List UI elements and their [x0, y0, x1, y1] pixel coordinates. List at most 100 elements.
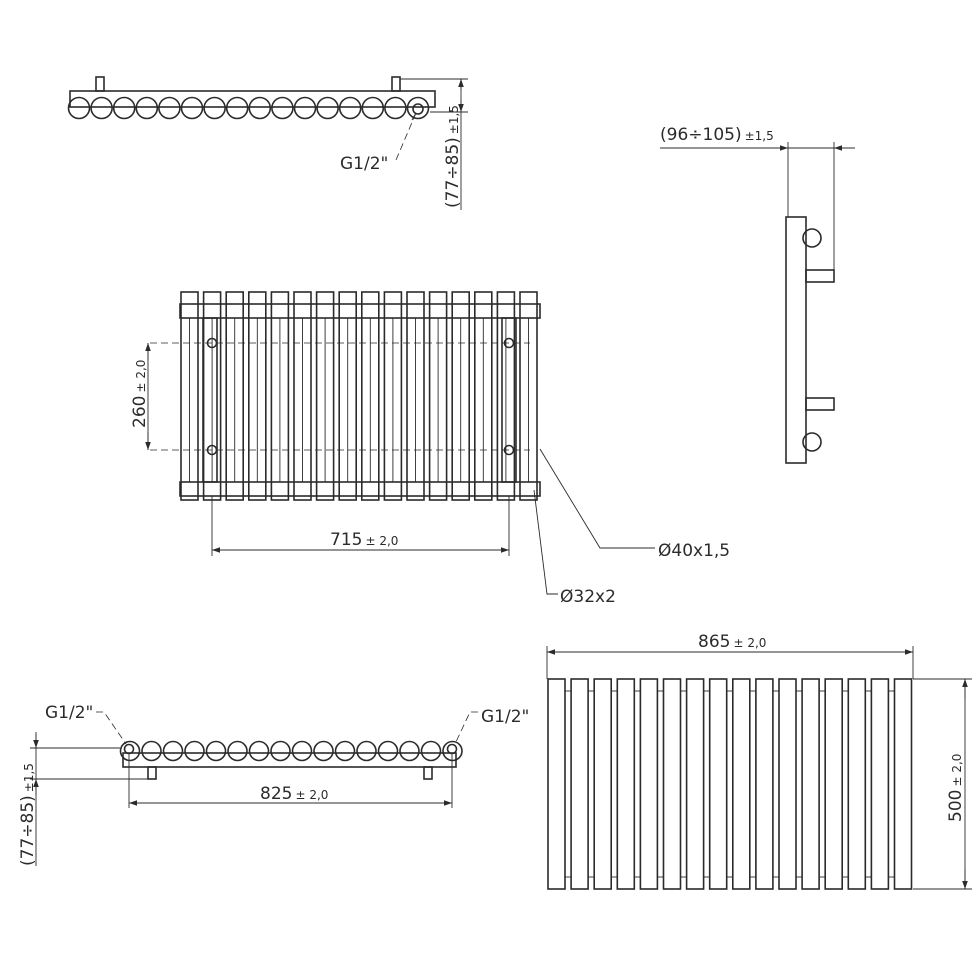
- overall-view-column: [685, 678, 705, 890]
- overall-view-column: [824, 678, 844, 890]
- top-view-column-circle: [90, 96, 113, 120]
- front-view-column: [315, 291, 335, 501]
- overall-view-column: [870, 678, 890, 890]
- bottom-view-column-circle: [420, 740, 442, 762]
- bottom-thread-right-label: G1/2": [481, 707, 529, 727]
- bottom-view-column-circle: [377, 740, 399, 762]
- overall-view-gap: [703, 690, 711, 878]
- top-view-column-circle: [406, 96, 430, 120]
- overall-view-column: [731, 678, 751, 890]
- column-pipe-leader: [533, 489, 558, 595]
- side-view-depth-label: (96÷105)±1,5: [660, 125, 774, 145]
- bottom-view-depth-label: (77÷85)±1,5: [18, 763, 38, 866]
- bottom-view-column-circle: [248, 740, 270, 762]
- bottom-view-column-circle: [184, 740, 205, 762]
- side-view: (96÷105)±1,5: [660, 125, 855, 464]
- overall-view-gap: [841, 690, 849, 878]
- overall-height-label: 500± 2,0: [946, 754, 966, 822]
- top-view-column-circle: [271, 96, 294, 120]
- top-view-valve-port: [412, 103, 424, 115]
- overall-view-gap: [726, 690, 734, 878]
- bottom-view-column-circle: [270, 740, 291, 762]
- front-view-top-header: [179, 303, 541, 319]
- front-view-column: [180, 291, 199, 501]
- bottom-view-column-circle: [291, 740, 313, 762]
- bottom-thread-right-leader: [454, 711, 478, 745]
- top-view-columns: [67, 96, 430, 120]
- front-view: 260± 2,0 715± 2,0 Ø40x1,5 Ø32x2: [130, 291, 730, 607]
- bottom-view-column-circle: [162, 740, 184, 762]
- front-view-column: [293, 291, 312, 501]
- side-view-column: [785, 216, 807, 464]
- overall-view-gap: [656, 690, 664, 878]
- overall-view: 865± 2,0 500± 2,0: [546, 632, 972, 890]
- front-view-column: [496, 291, 516, 501]
- overall-view-gap: [864, 690, 872, 878]
- top-view-column-circle: [384, 96, 407, 120]
- bottom-view-column-circle: [334, 740, 356, 762]
- front-view-height-label: 260± 2,0: [130, 360, 150, 428]
- overall-view-gap: [795, 690, 803, 878]
- top-view-header: [69, 90, 436, 108]
- overall-view-gap: [887, 690, 895, 878]
- overall-view-columns: [547, 678, 913, 890]
- side-view-bracket-bottom: [805, 397, 835, 411]
- overall-view-column: [847, 678, 867, 890]
- front-view-column: [225, 291, 244, 501]
- overall-view-column: [570, 678, 589, 890]
- front-view-column: [428, 291, 448, 501]
- front-view-bracket-left: [202, 317, 218, 483]
- overall-width-label: 865± 2,0: [698, 632, 766, 652]
- side-view-header-top: [802, 228, 822, 248]
- side-view-bracket-top: [805, 269, 835, 283]
- top-view-column-circle: [225, 96, 249, 120]
- overall-view-column: [893, 678, 913, 890]
- front-view-column: [248, 291, 267, 501]
- header-pipe-leader: [539, 448, 655, 549]
- bottom-view-column-circle: [399, 740, 420, 762]
- front-view-column: [519, 291, 538, 501]
- top-view-column-circle: [135, 96, 159, 120]
- overall-view-gap: [680, 690, 687, 878]
- top-view-thread-label: G1/2": [340, 154, 388, 174]
- overall-view-gap: [633, 690, 641, 878]
- overall-view-gap: [818, 690, 826, 878]
- bottom-view-column-circle: [313, 740, 334, 762]
- top-view-column-circle: [112, 96, 136, 120]
- overall-view-column: [662, 678, 682, 890]
- front-view-column: [451, 291, 471, 501]
- overall-view-gap: [749, 690, 757, 878]
- bottom-thread-left-label: G1/2": [45, 703, 93, 723]
- overall-view-column: [639, 678, 659, 890]
- overall-view-column: [616, 678, 636, 890]
- front-view-column: [338, 291, 358, 501]
- bottom-view-column-circle: [356, 740, 377, 762]
- bottom-view-column-circle: [442, 740, 463, 762]
- top-view-depth-label: (77÷85)±1,5: [443, 105, 463, 208]
- front-view-columns: [180, 291, 538, 501]
- overall-view-gap: [772, 690, 780, 878]
- bottom-view: G1/2" G1/2" 825± 2,0 (77÷85)±1,5: [18, 703, 529, 866]
- front-view-column: [270, 291, 290, 501]
- top-view-bracket-left: [95, 76, 105, 92]
- column-pipe-label: Ø32x2: [560, 587, 616, 607]
- top-view: G1/2" (77÷85)±1,5: [67, 76, 468, 210]
- bottom-view-column-circle: [227, 740, 248, 762]
- overall-view-column: [593, 678, 613, 890]
- bottom-view-width-label: 825± 2,0: [260, 784, 328, 804]
- side-view-header-bottom: [802, 432, 822, 452]
- top-view-column-circle: [180, 96, 204, 120]
- overall-view-gap: [610, 690, 618, 878]
- top-view-column-circle: [316, 96, 339, 120]
- top-view-column-circle: [67, 96, 91, 120]
- overall-view-gap: [564, 690, 572, 878]
- front-view-column: [406, 291, 425, 501]
- bottom-thread-left-leader: [96, 711, 127, 745]
- top-view-bracket-right: [391, 76, 401, 92]
- bottom-view-column-circle: [119, 740, 141, 762]
- overall-view-column: [547, 678, 566, 890]
- top-view-column-circle: [158, 96, 181, 120]
- overall-view-gap: [587, 690, 595, 878]
- overall-view-column: [755, 678, 774, 890]
- bottom-view-column-circle: [141, 740, 162, 762]
